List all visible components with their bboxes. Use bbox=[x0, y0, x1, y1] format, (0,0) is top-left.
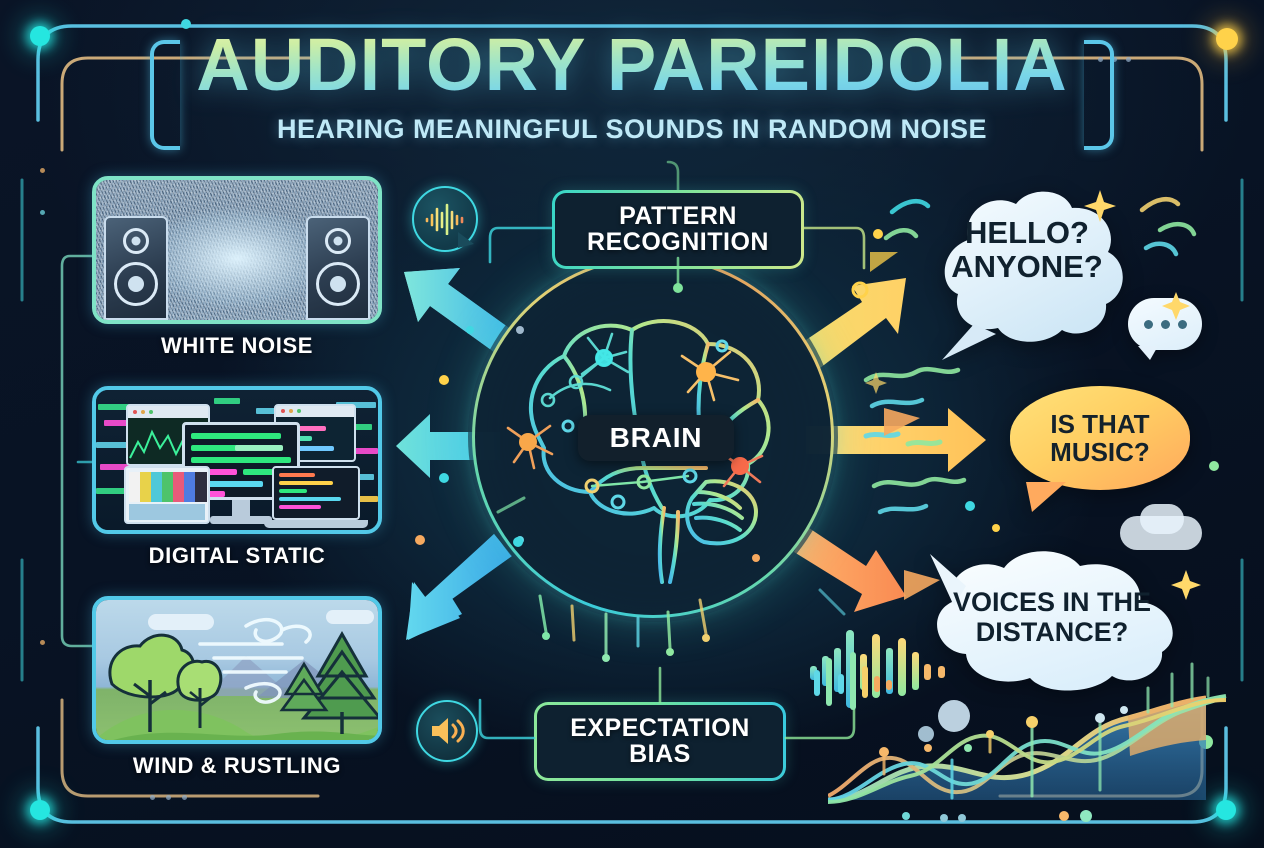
frame-dot bbox=[166, 795, 171, 800]
perception-bubble-voices[interactable] bbox=[908, 548, 1196, 696]
pill-line-2: BIAS bbox=[629, 740, 691, 769]
poster-header: AUDITORY PAREIDOLIA HEARING MEANINGFUL S… bbox=[0, 28, 1264, 145]
source-panel-label: WHITE NOISE bbox=[160, 333, 314, 358]
digital-static-art bbox=[92, 386, 382, 534]
laptop-base bbox=[264, 520, 368, 528]
brain-label-text: BRAIN bbox=[609, 422, 703, 453]
speaker-right-icon bbox=[306, 216, 370, 320]
pill-line-1: EXPECTATION bbox=[570, 714, 750, 742]
perception-bubble-hello-text: HELLO? ANYONE? bbox=[912, 215, 1142, 285]
decor-bubble bbox=[918, 726, 934, 742]
frame-dot bbox=[40, 640, 45, 645]
bubble-line-2: MUSIC? bbox=[1050, 437, 1150, 467]
glitch-stripe bbox=[100, 464, 138, 470]
perception-bubble-hello[interactable] bbox=[912, 188, 1142, 360]
glitch-stripe bbox=[96, 442, 148, 448]
monitor-stand bbox=[232, 500, 250, 516]
wind-rustling-art bbox=[92, 596, 382, 744]
bubble-line-2: DISTANCE? bbox=[975, 616, 1129, 647]
typing-indicator-bubble[interactable] bbox=[1128, 298, 1202, 360]
title-bracket-right bbox=[1084, 40, 1114, 150]
glitch-stripe bbox=[214, 398, 240, 404]
bubble-line-1: VOICES IN THE bbox=[952, 587, 1152, 617]
frame-dot bbox=[182, 795, 187, 800]
equalizer-small bbox=[814, 652, 892, 710]
typing-dot bbox=[1143, 319, 1153, 329]
perception-bubble-voices-text: VOICES IN THE DISTANCE? bbox=[908, 587, 1196, 647]
decor-bubble bbox=[938, 700, 970, 732]
monitor-base bbox=[210, 516, 272, 524]
source-panel-digital-static[interactable]: DIGITAL STATIC bbox=[92, 386, 382, 569]
bubble-line-1: IS THAT bbox=[1050, 408, 1150, 439]
source-panel-label: WIND & RUSTLING bbox=[132, 753, 342, 778]
typing-dot bbox=[1160, 319, 1170, 329]
sound-wave-chart bbox=[828, 662, 1227, 822]
glitch-stripe bbox=[98, 404, 142, 410]
glitch-stripe bbox=[344, 448, 378, 454]
audio-waveform-bubble-icon bbox=[412, 186, 478, 252]
brain-center-label: BRAIN bbox=[578, 415, 734, 461]
perception-bubble-music-text: IS THAT MUSIC? bbox=[1050, 410, 1150, 466]
waveform-glyph bbox=[425, 203, 464, 235]
code-laptop bbox=[272, 466, 360, 520]
process-label-pattern-recognition[interactable]: PATTERN RECOGNITION bbox=[552, 190, 804, 269]
glitch-stripe bbox=[104, 420, 134, 426]
decor-cloud bbox=[1140, 504, 1184, 534]
speaker-glyph bbox=[432, 718, 465, 744]
source-panel-label: DIGITAL STATIC bbox=[148, 543, 326, 568]
frame-dot bbox=[150, 795, 155, 800]
bubble-line-1: HELLO? bbox=[965, 215, 1089, 250]
typing-dot bbox=[1177, 319, 1187, 329]
pill-line-1: PATTERN bbox=[619, 202, 737, 230]
source-panel-white-noise[interactable]: WHITE NOISE bbox=[92, 176, 382, 359]
source-panel-wind-rustling[interactable]: WIND & RUSTLING bbox=[92, 596, 382, 779]
page-title: AUDITORY PAREIDOLIA bbox=[0, 28, 1264, 102]
glitch-stripe bbox=[96, 488, 144, 494]
frame-dot bbox=[40, 168, 45, 173]
process-label-expectation-bias[interactable]: EXPECTATION BIAS bbox=[534, 702, 786, 781]
pill-line-2: RECOGNITION bbox=[587, 228, 769, 257]
speaker-volume-icon bbox=[416, 700, 478, 762]
glitch-monitor-center bbox=[182, 422, 300, 500]
cloud-shape bbox=[148, 614, 214, 630]
bubble-line-2: ANYONE? bbox=[951, 249, 1103, 285]
perception-bubble-music[interactable]: IS THAT MUSIC? bbox=[1010, 386, 1190, 512]
page-subtitle: HEARING MEANINGFUL SOUNDS IN RANDOM NOIS… bbox=[276, 114, 988, 144]
color-bars-tv bbox=[124, 466, 210, 524]
glitch-stripe bbox=[336, 402, 376, 408]
speaker-left-icon bbox=[104, 216, 168, 320]
frame-dot bbox=[40, 210, 45, 215]
circuit-node-bottom-left bbox=[30, 800, 50, 820]
cloud-shape bbox=[326, 610, 374, 624]
white-noise-art bbox=[92, 176, 382, 324]
title-bracket-left bbox=[150, 40, 180, 150]
